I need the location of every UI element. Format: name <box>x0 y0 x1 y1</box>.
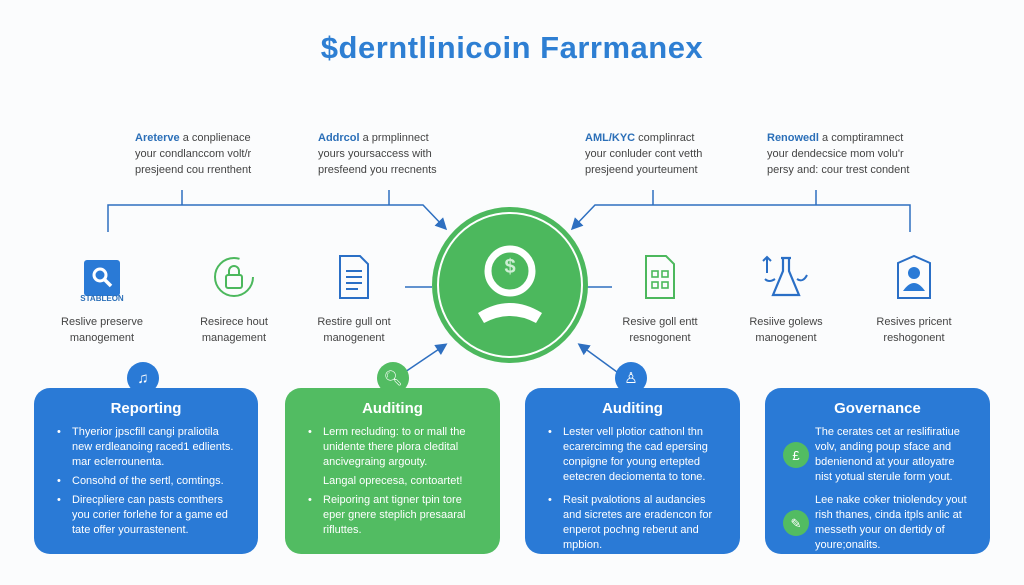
list-item: Thyerior jpscfill cangi praliotila new e… <box>52 425 240 470</box>
lock-refresh-icon <box>209 252 259 302</box>
list-item: Langal oprecesa, contoartet! <box>323 475 463 487</box>
card-governance: Governance £The cerates cet ar reslifira… <box>765 388 990 554</box>
music-note-icon: ♫ <box>127 362 159 394</box>
stableon-caption: STABLEON <box>80 294 124 303</box>
document-icon <box>329 252 379 302</box>
person-icon: ♙ <box>615 362 647 394</box>
card-auditing-1: Auditing Lerm recluding: to or mall the … <box>285 388 500 554</box>
dollar-symbol: $ <box>504 256 516 278</box>
list-item: Reiporing ant tigner tpin tore eper gner… <box>303 493 482 538</box>
card-reporting: Reporting Thyerior jpscfill cangi pralio… <box>34 388 258 554</box>
user-badge-icon <box>889 252 939 302</box>
list-item: Consohd of the sertl, comtings. <box>52 474 240 489</box>
governance-item: ✎Lee nake coker tniolendcy yout rish tha… <box>783 493 972 553</box>
card-title: Governance <box>834 400 921 417</box>
card-auditing-2: Auditing Lester vell plotior cathonl thn… <box>525 388 740 554</box>
search-icon <box>77 253 127 303</box>
list-item: Direcpliere can pasts comthers you corie… <box>52 493 240 538</box>
icon-item-1 <box>77 253 127 303</box>
card-title: Reporting <box>110 400 182 417</box>
flask-icon <box>761 252 811 302</box>
tag-icon: ✎ <box>783 510 809 536</box>
grid-document-icon <box>635 252 685 302</box>
card-title: Auditing <box>362 400 423 417</box>
list-item: Lerm recluding: to or mall the unidente … <box>303 425 482 470</box>
list-item: Resit pvalotions al audancies and sicret… <box>543 493 722 553</box>
card-title: Auditing <box>602 400 663 417</box>
page-title: $derntlinicoin Farrmanex <box>320 30 704 65</box>
stablecoin-hub-icon <box>432 207 588 363</box>
magnifier-icon: 🔍︎ <box>377 362 409 394</box>
governance-item: £The cerates cet ar reslifiratiue volv, … <box>783 425 972 485</box>
bank-icon: £ <box>783 442 809 468</box>
list-item: Lester vell plotior cathonl thn ecarerci… <box>543 425 722 485</box>
